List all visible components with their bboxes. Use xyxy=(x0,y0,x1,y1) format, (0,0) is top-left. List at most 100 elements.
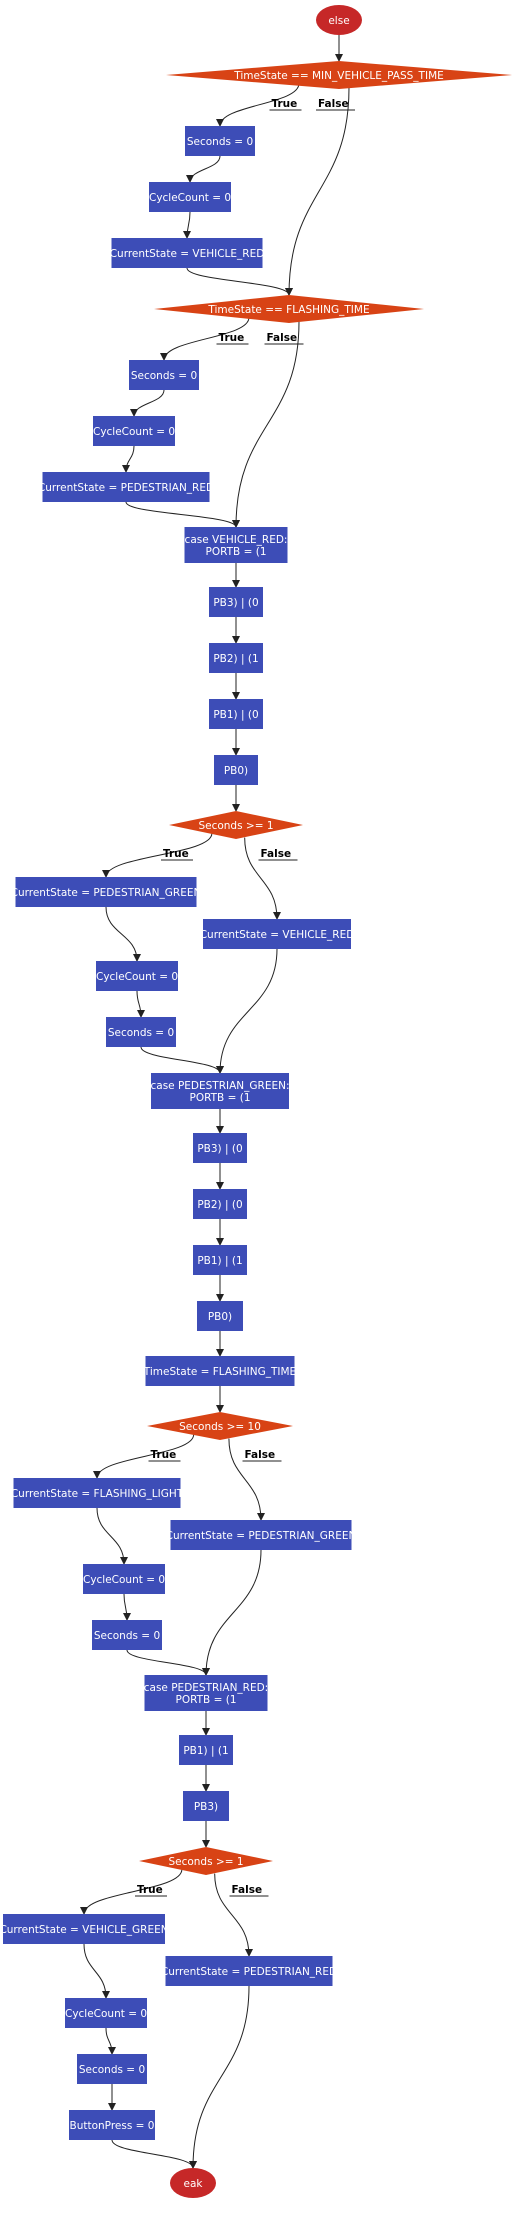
process-box xyxy=(129,360,199,390)
edge-r20-to-n_eak xyxy=(111,2139,197,2169)
edge-line xyxy=(232,321,300,528)
edge-line xyxy=(130,389,165,417)
edge-line xyxy=(102,833,213,878)
edge-d4-to-r12: True xyxy=(93,1434,195,1479)
edge-r4-to-r5 xyxy=(130,389,165,417)
process-node-r13: CurrentState = PEDESTRIAN_GREEN xyxy=(166,1520,357,1550)
edge-r9-to-r10 xyxy=(136,990,145,1018)
edge-line xyxy=(126,1649,210,1676)
node-label: Seconds = 0 xyxy=(79,2064,145,2076)
edge-line xyxy=(202,1549,262,1676)
process-box xyxy=(77,2054,147,2084)
edge-r17-to-n_eak xyxy=(189,1985,250,2169)
node-label: CurrentState = PEDESTRIAN_RED xyxy=(38,482,214,494)
process-box xyxy=(209,587,263,617)
process-box xyxy=(170,1520,352,1550)
node-label: CurrentState = FLASHING_LIGHT xyxy=(11,1488,184,1500)
process-node-r11: TimeState = FLASHING_TIME xyxy=(143,1356,296,1386)
process-node-r12: CurrentState = FLASHING_LIGHT xyxy=(11,1478,184,1508)
process-box xyxy=(42,472,210,502)
edge-r6-to-c1 xyxy=(125,501,240,528)
edge-line xyxy=(125,501,240,528)
edge-label-true: True xyxy=(151,1449,177,1461)
edge-line xyxy=(122,445,135,473)
edge-d3-to-r8: False xyxy=(244,837,298,920)
edge-d2-to-c1: False xyxy=(232,321,304,528)
process-node-r17: CurrentState = PEDESTRIAN_RED xyxy=(161,1956,337,1986)
edge-line xyxy=(183,211,192,239)
decision-node-d2: TimeState == FLASHING_TIME xyxy=(154,295,424,323)
node-label: PORTB = (1 xyxy=(176,1694,237,1706)
node-label: PB3) | (0 xyxy=(213,597,258,609)
process-node-c2: case PEDESTRIAN_GREEN:PORTB = (1 xyxy=(150,1073,290,1109)
node-label: CurrentState = VEHICLE_RED xyxy=(110,248,265,260)
edge-r14-to-r15 xyxy=(122,1593,131,1621)
edge-line xyxy=(214,1873,253,1957)
node-label: PORTB = (1 xyxy=(206,546,267,558)
decision-node-d1: TimeState == MIN_VEHICLE_PASS_TIME xyxy=(166,61,512,89)
process-box xyxy=(96,961,178,991)
decision-diamond xyxy=(154,295,424,323)
decision-node-d3: Seconds >= 1 xyxy=(169,811,303,839)
process-node-r8: CurrentState = VEHICLE_RED xyxy=(200,919,354,949)
node-label: TimeState == MIN_VEHICLE_PASS_TIME xyxy=(233,70,444,82)
process-box xyxy=(15,877,197,907)
node-label: CycleCount = 0 xyxy=(65,2008,147,2020)
edge-line xyxy=(216,948,278,1074)
process-node-r9: CycleCount = 0 xyxy=(96,961,178,991)
process-box xyxy=(65,1998,147,2028)
process-box xyxy=(185,126,255,156)
edge-r5-to-r6 xyxy=(122,445,135,473)
node-label: CurrentState = PEDESTRIAN_GREEN xyxy=(166,1530,357,1542)
edge-d5-to-r17: False xyxy=(214,1873,269,1957)
process-node-p6: PB2) | (0 xyxy=(193,1189,247,1219)
process-box xyxy=(214,755,258,785)
process-box xyxy=(92,1620,162,1650)
edge-r10-to-c2 xyxy=(140,1046,224,1074)
decision-diamond xyxy=(147,1412,293,1440)
edge-line xyxy=(93,1434,195,1479)
edge-label-false: False xyxy=(318,98,349,110)
edge-r13-to-c3 xyxy=(202,1549,262,1676)
edge-line xyxy=(160,317,250,361)
edge-line xyxy=(140,1046,224,1074)
process-box xyxy=(209,699,263,729)
node-label: CycleCount = 0 xyxy=(93,426,175,438)
node-label: Seconds = 0 xyxy=(94,1630,160,1642)
process-box xyxy=(149,182,231,212)
process-box xyxy=(193,1245,247,1275)
node-label: CycleCount = 0 xyxy=(83,1574,165,1586)
node-label: Seconds >= 10 xyxy=(179,1421,261,1433)
edge-label-false: False xyxy=(261,848,292,860)
process-node-r4: Seconds = 0 xyxy=(129,360,199,390)
node-label: Seconds >= 1 xyxy=(198,820,273,832)
edge-r7-to-r9 xyxy=(105,906,141,962)
decision-node-d5: Seconds >= 1 xyxy=(139,1847,273,1875)
edge-r1-to-r2 xyxy=(186,155,221,183)
edge-label-false: False xyxy=(232,1884,263,1896)
process-box xyxy=(13,1478,181,1508)
node-label: PB2) | (0 xyxy=(197,1199,242,1211)
edge-line xyxy=(105,906,141,962)
node-label: case VEHICLE_RED: xyxy=(185,534,288,546)
process-node-p5: PB3) | (0 xyxy=(193,1133,247,1163)
edge-line xyxy=(216,83,300,127)
process-box xyxy=(203,919,351,949)
process-node-r19: Seconds = 0 xyxy=(77,2054,147,2084)
edge-label-false: False xyxy=(245,1449,276,1461)
edge-line xyxy=(96,1507,128,1565)
decision-node-d4: Seconds >= 10 xyxy=(147,1412,293,1440)
process-box xyxy=(197,1301,243,1331)
edge-line xyxy=(189,1985,250,2169)
process-box xyxy=(83,1564,165,1594)
edge-r8-to-c2 xyxy=(216,948,278,1074)
edge-label-true: True xyxy=(272,98,298,110)
process-node-r7: CurrentState = PEDESTRIAN_GREEN xyxy=(11,877,202,907)
process-node-c3: case PEDESTRIAN_RED:PORTB = (1 xyxy=(144,1675,268,1711)
edge-r3-to-d2 xyxy=(186,267,293,296)
node-label: CurrentState = PEDESTRIAN_GREEN xyxy=(11,887,202,899)
edge-line xyxy=(111,2139,197,2169)
edge-label-false: False xyxy=(267,332,298,344)
